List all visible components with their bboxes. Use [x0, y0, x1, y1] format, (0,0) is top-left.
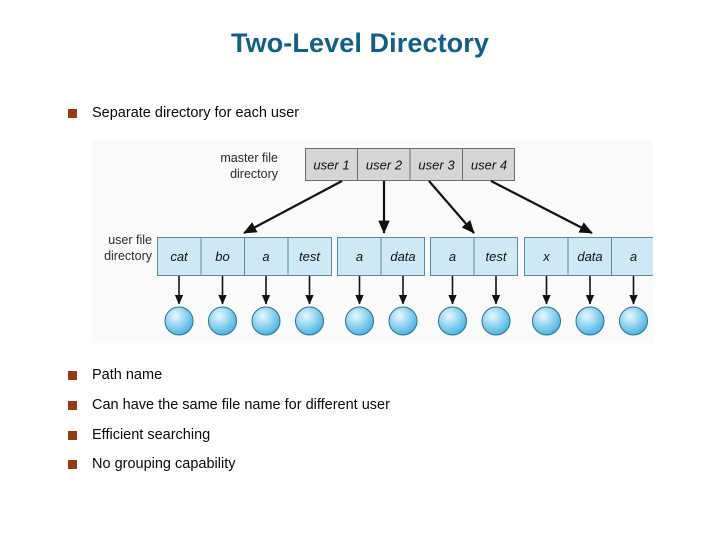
- file-node[interactable]: [481, 306, 511, 336]
- bullet-square-icon: [68, 400, 77, 410]
- bullet-item-efficient-searching: Efficient searching: [68, 427, 210, 443]
- file-cell-g4-x[interactable]: x: [542, 249, 550, 264]
- file-cell-g1-a[interactable]: a: [262, 249, 269, 264]
- file-cell-g1-test[interactable]: test: [299, 249, 321, 264]
- file-cell-g4-data[interactable]: data: [577, 249, 602, 264]
- bullet-item-path-name: Path name: [68, 367, 162, 383]
- file-node[interactable]: [295, 306, 324, 336]
- bullet-square-icon: [68, 430, 77, 440]
- user-directory-group-4: [524, 237, 653, 276]
- file-node[interactable]: [251, 306, 281, 336]
- master-file-directory-label-line1: master file: [220, 151, 278, 165]
- file-node[interactable]: [208, 306, 237, 336]
- bullet-label: Efficient searching: [92, 427, 211, 443]
- file-node[interactable]: [164, 306, 194, 336]
- diagram-canvas: master file directory user file director…: [104, 148, 653, 336]
- arrow-user-4-to-group-4: [490, 180, 593, 234]
- master-cell-user-4[interactable]: user 4: [471, 158, 507, 173]
- file-node[interactable]: [619, 306, 648, 336]
- bullet-item-separate-directory: Separate directory for each user: [68, 105, 299, 121]
- file-cell-g3-test[interactable]: test: [486, 249, 508, 264]
- user-file-directory-label-line2: directory: [104, 249, 153, 263]
- file-cell-g1-bo[interactable]: bo: [215, 249, 229, 264]
- bullet-square-icon: [68, 370, 77, 380]
- bullet-label: No grouping capability: [92, 456, 236, 472]
- bullet-label: Can have the same file name for differen…: [92, 397, 390, 413]
- arrow-user-3-to-group-3: [428, 180, 475, 234]
- bullet-item-same-file-name: Can have the same file name for differen…: [68, 397, 390, 413]
- file-cell-g4-a[interactable]: a: [630, 249, 637, 264]
- file-node[interactable]: [388, 306, 418, 336]
- file-cell-g3-a[interactable]: a: [449, 249, 456, 264]
- master-cell-user-3[interactable]: user 3: [418, 158, 455, 173]
- master-cell-user-2[interactable]: user 2: [366, 158, 403, 173]
- master-cell-user-1[interactable]: user 1: [313, 158, 349, 173]
- arrow-user-1-to-group-1: [243, 180, 343, 234]
- page-title: Two-Level Directory: [231, 28, 489, 58]
- file-cell-g1-cat[interactable]: cat: [170, 249, 189, 264]
- bullet-item-no-grouping: No grouping capability: [68, 456, 235, 472]
- user-file-directory-label-line1: user file: [108, 233, 152, 247]
- file-node[interactable]: [438, 306, 467, 336]
- two-level-directory-diagram: master file directory user file director…: [92, 140, 653, 343]
- file-cell-g2-a[interactable]: a: [356, 249, 363, 264]
- file-cell-g2-data[interactable]: data: [390, 249, 415, 264]
- bullet-label: Path name: [92, 367, 163, 383]
- file-node[interactable]: [532, 306, 561, 336]
- bullet-square-icon: [68, 108, 77, 118]
- bullet-square-icon: [68, 459, 77, 469]
- file-node[interactable]: [345, 306, 374, 336]
- bullet-label: Separate directory for each user: [92, 105, 300, 121]
- file-node[interactable]: [575, 306, 605, 336]
- master-file-directory-label-line2: directory: [230, 167, 279, 181]
